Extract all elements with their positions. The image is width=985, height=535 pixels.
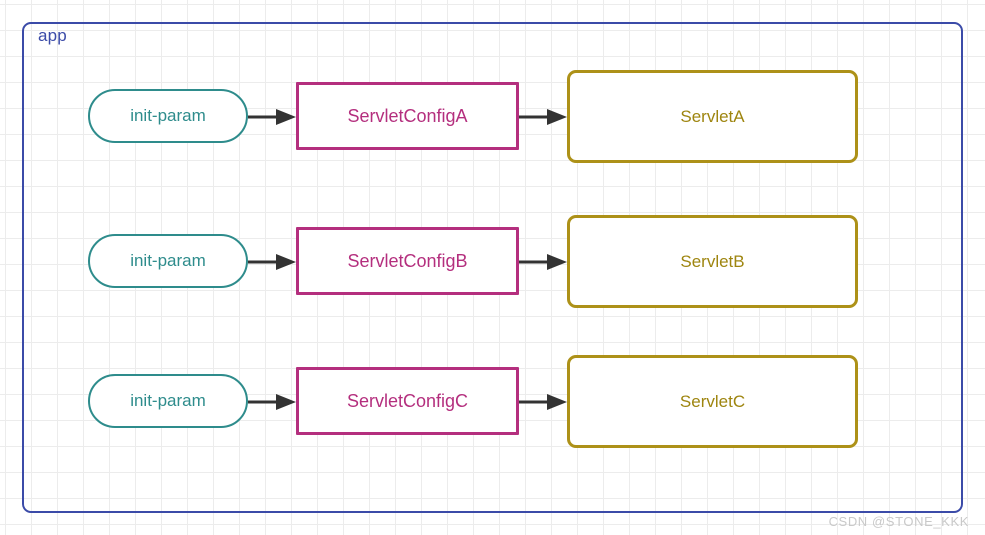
init-param-node-1[interactable]: init-param [88,89,248,143]
watermark-text: CSDN @STONE_KKK [828,514,969,529]
arrow-config-to-servlet-3 [519,392,567,412]
servlet-config-node-2[interactable]: ServletConfigB [296,227,519,295]
init-param-label-3: init-param [130,391,206,410]
arrow-param-to-config-3 [248,392,296,412]
servlet-config-label-3: ServletConfigC [346,390,469,411]
servlet-config-node-1[interactable]: ServletConfigA [296,82,519,150]
app-container-label: app [38,26,67,45]
servlet-node-3[interactable]: ServletC [567,355,858,448]
servlet-node-1[interactable]: ServletA [567,70,858,163]
servlet-config-node-3[interactable]: ServletConfigC [296,367,519,435]
init-param-node-3[interactable]: init-param [88,374,248,428]
servlet-node-2[interactable]: ServletB [567,215,858,308]
arrow-config-to-servlet-2 [519,252,567,272]
servlet-label-2: ServletB [680,251,745,271]
servlet-config-label-1: ServletConfigA [347,105,468,126]
servlet-label-1: ServletA [680,106,745,126]
arrow-param-to-config-1 [248,107,296,127]
servlet-config-label-2: ServletConfigB [347,250,468,271]
servlet-label-3: ServletC [679,391,746,411]
app-container-box [22,22,963,513]
init-param-label-1: init-param [130,106,206,125]
arrow-config-to-servlet-1 [519,107,567,127]
init-param-label-2: init-param [130,251,206,270]
arrow-param-to-config-2 [248,252,296,272]
init-param-node-2[interactable]: init-param [88,234,248,288]
